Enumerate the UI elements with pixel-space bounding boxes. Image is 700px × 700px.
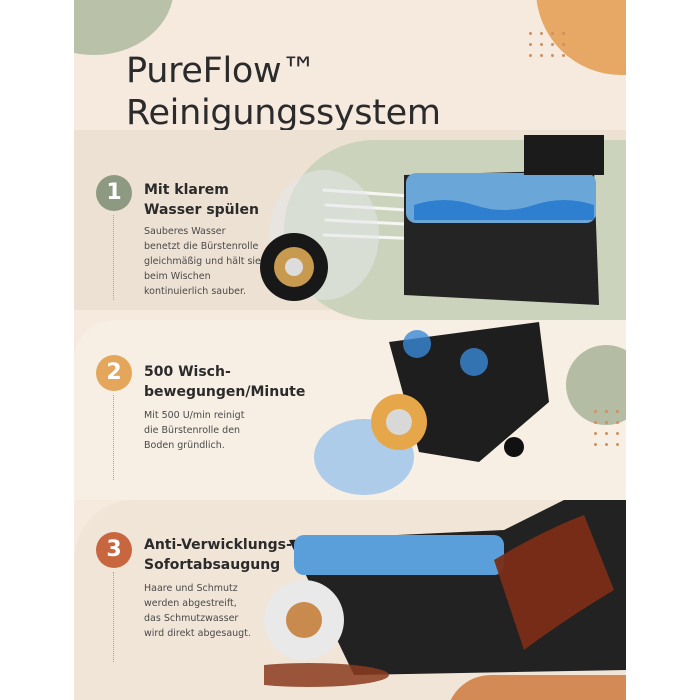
step-3-description: Haare und Schmutz werden abgestreift, da… (144, 581, 294, 641)
suction-illustration (264, 500, 626, 687)
infographic-poster: PureFlow™ Reinigungssystem (74, 0, 626, 700)
step-1-description-line: benetzt die Bürstenrolle (144, 241, 259, 252)
title-line-1: PureFlow™ (126, 51, 317, 91)
step-2-connector (113, 395, 114, 480)
step-1-heading: Mit klarem Wasser spülen (144, 180, 314, 220)
dirty-water-channel (494, 515, 614, 650)
step-2-description: Mit 500 U/min reinigt die Bürstenrolle d… (144, 408, 294, 453)
clean-tank-side (294, 535, 504, 575)
brush-spin-illustration (314, 322, 549, 495)
vacuum-underside (389, 322, 549, 462)
dirty-water-puddle (264, 663, 389, 687)
step-3-description-line: wird direkt abgesaugt. (144, 628, 251, 639)
step-1-connector (113, 215, 114, 300)
title-line-2: Reinigungssystem (126, 93, 441, 133)
step-2-description-line: Boden gründlich. (144, 440, 225, 451)
step-3-heading-line-2: Sofortabsaugung (144, 557, 281, 573)
step-1-number-badge: 1 (96, 175, 132, 211)
step-3-number-badge: 3 (96, 532, 132, 568)
decorative-dot-grid (529, 32, 565, 57)
step-2-number-badge: 2 (96, 355, 132, 391)
decorative-dot-grid-right (594, 410, 619, 446)
step-3-heading-line-1: Anti-Verwicklungs- (144, 537, 292, 553)
step-2-heading-line-2: bewegungen/Minute (144, 384, 306, 400)
page-title: PureFlow™ Reinigungssystem (126, 50, 441, 134)
step-3-heading: Anti-Verwicklungs- Sofortabsaugung (144, 535, 314, 575)
decorative-orange-wave (446, 675, 626, 700)
step-2-description-line: Mit 500 U/min reinigt (144, 410, 245, 421)
step-2-heading: 500 Wisch- bewegungen/Minute (144, 362, 314, 402)
step-2-description-line: die Bürstenrolle den (144, 425, 241, 436)
step-1-description: Sauberes Wasser benetzt die Bürstenrolle… (144, 224, 294, 299)
vacuum-handle-base (524, 135, 604, 175)
step-3-description-line: Haare und Schmutz (144, 583, 238, 594)
step-2-heading-line-1: 500 Wisch- (144, 364, 231, 380)
rinse-illustration (260, 135, 604, 305)
step-1-heading-line-1: Mit klarem (144, 182, 229, 198)
step-1-description-line: beim Wischen (144, 271, 211, 282)
step-1-description-line: Sauberes Wasser (144, 226, 226, 237)
step-1-description-line: gleichmäßig und hält sie (144, 256, 261, 267)
decorative-green-blob (74, 0, 174, 55)
step-3-connector (113, 572, 114, 662)
step-3-description-line: werden abgestreift, (144, 598, 237, 609)
step-1-description-line: kontinuierlich sauber. (144, 286, 247, 297)
step-1-heading-line-2: Wasser spülen (144, 202, 259, 218)
step-3-description-line: das Schmutzwasser (144, 613, 239, 624)
